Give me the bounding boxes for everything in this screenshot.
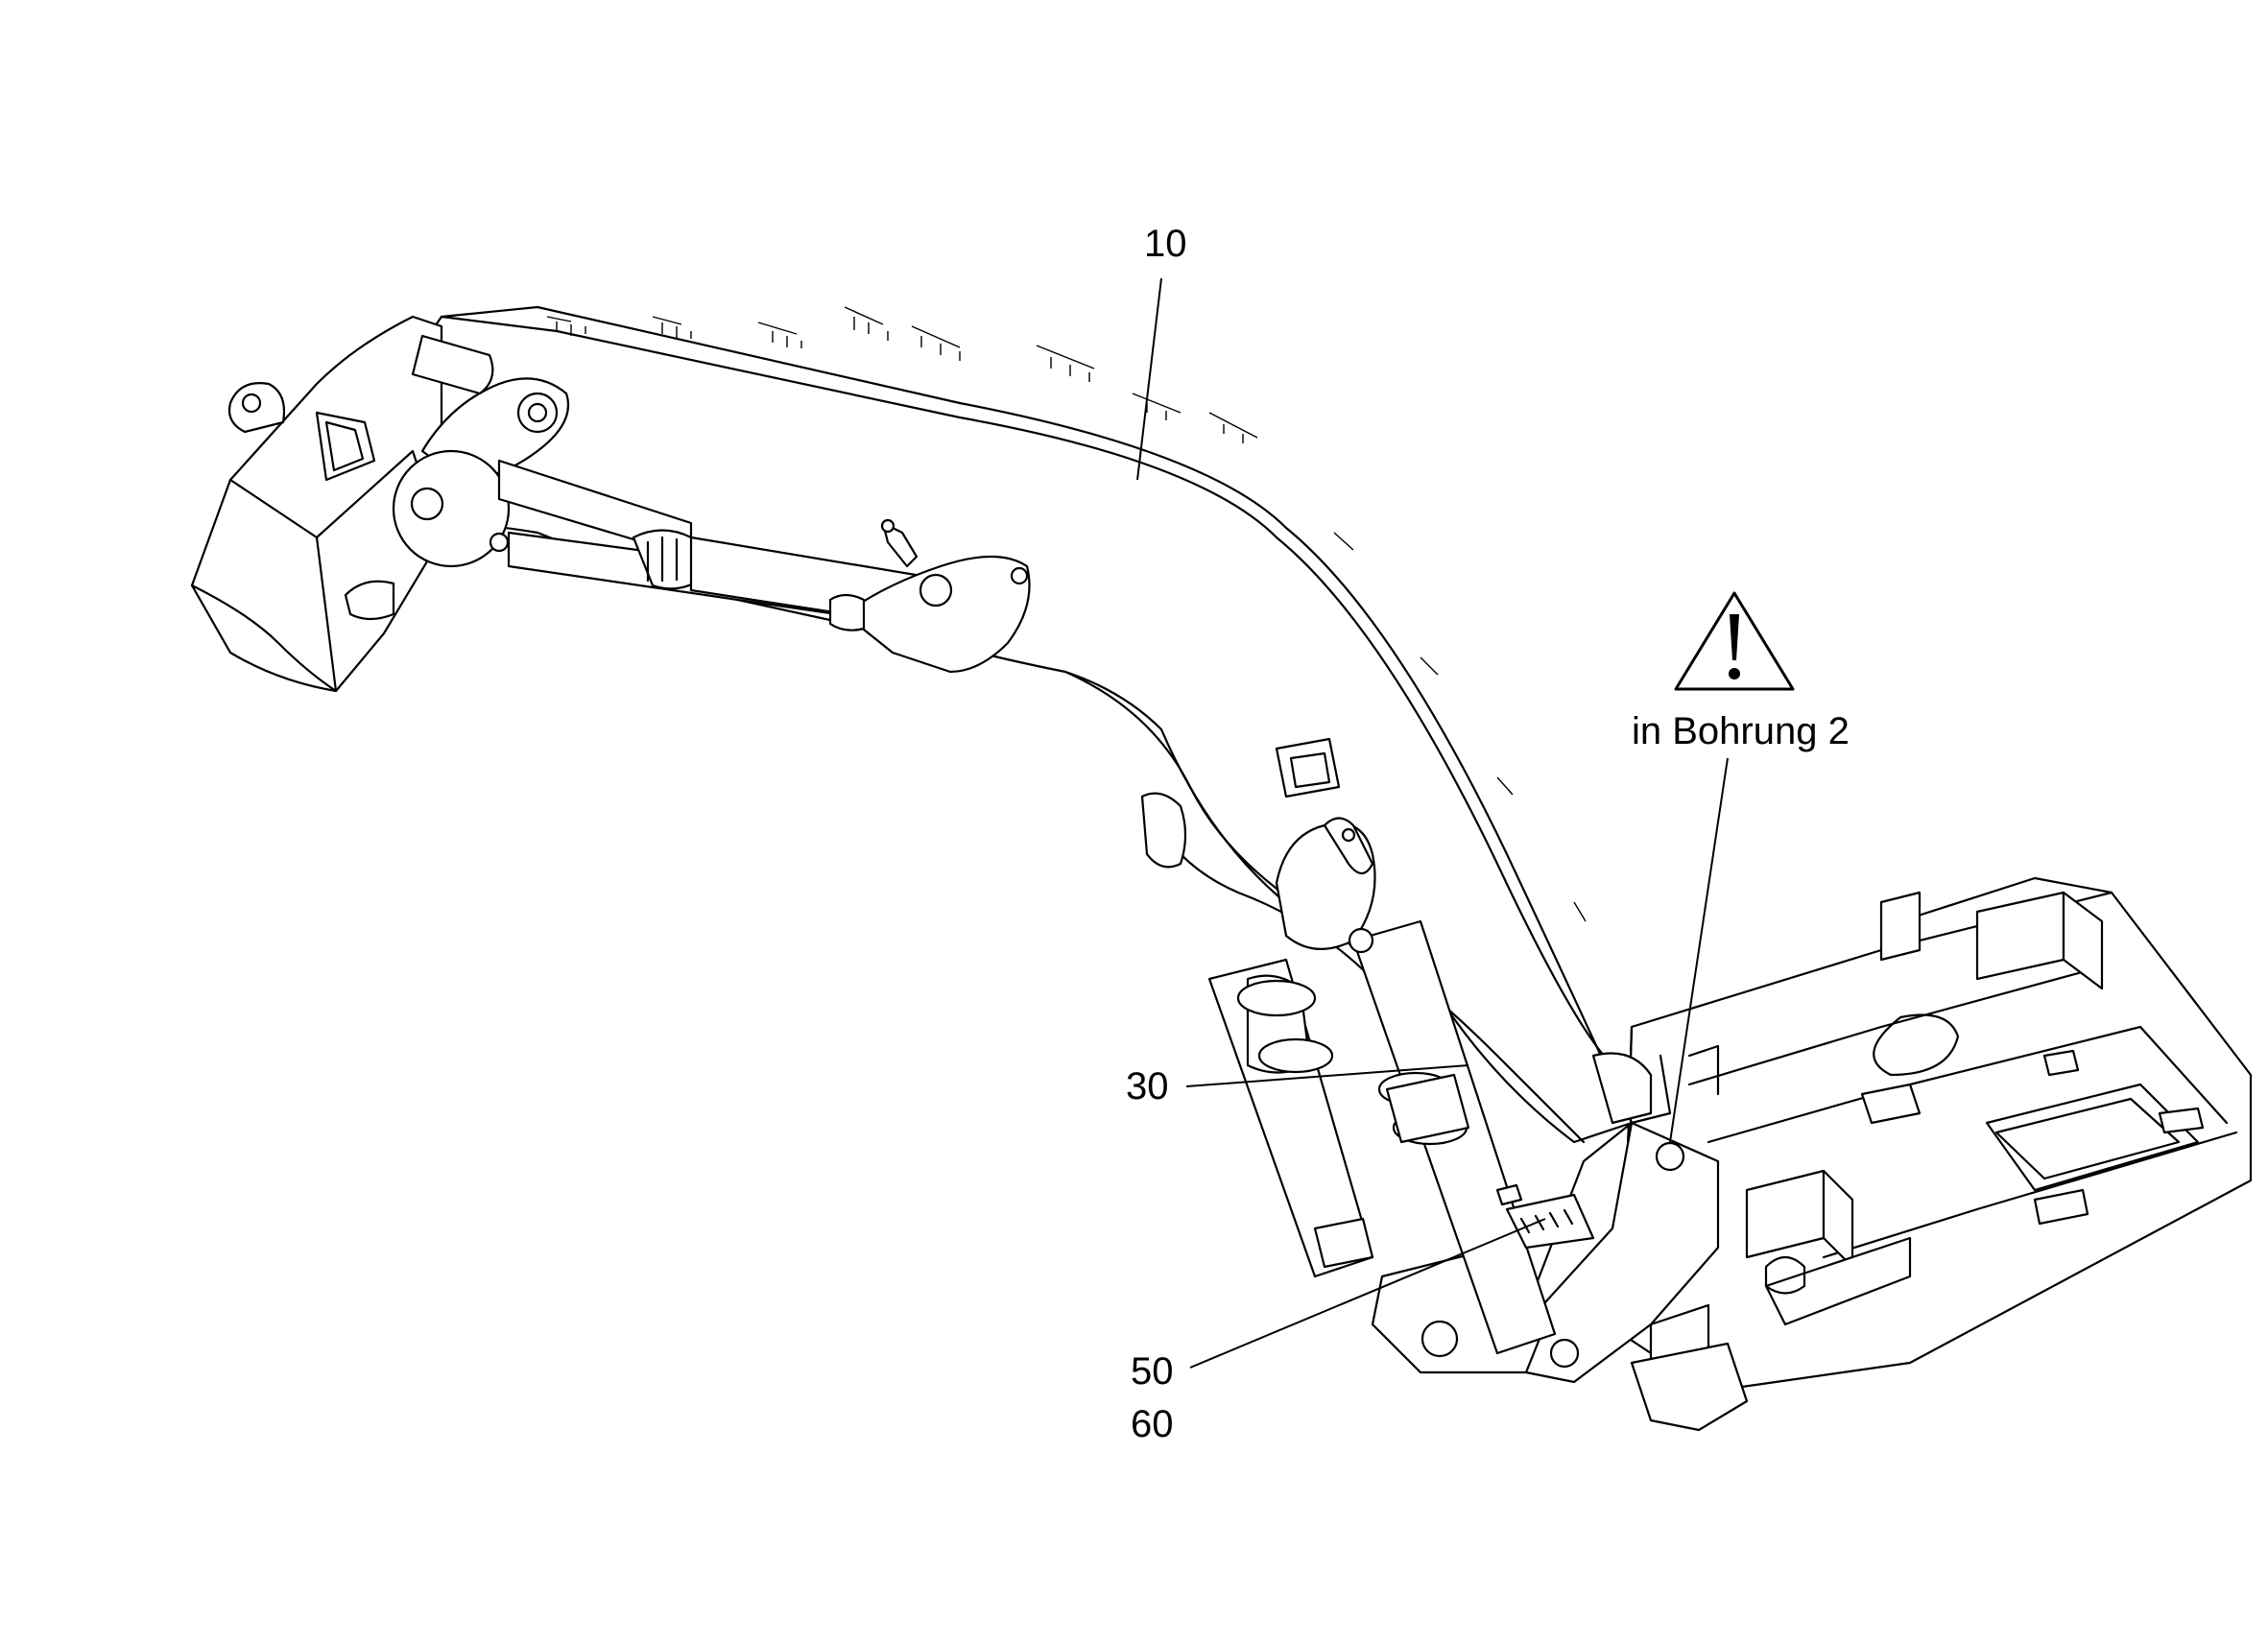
leader-10 — [1136, 277, 1162, 481]
arm-cylinder — [497, 459, 1031, 674]
callout-50: 50 — [1131, 1350, 1174, 1393]
callout-30: 30 — [1126, 1065, 1169, 1108]
leader-bore — [1669, 757, 1729, 1143]
bore-note: in Bohrung 2 — [1632, 710, 1850, 752]
base-frame — [1620, 876, 2253, 1432]
hoist-cylinders — [1140, 792, 1557, 1355]
leader-50 — [1189, 1218, 1546, 1369]
leader-lines — [1136, 277, 1729, 1369]
leader-30 — [1185, 1064, 1469, 1087]
warning-triangle-icon — [1674, 591, 1795, 691]
callout-10: 10 — [1144, 223, 1187, 265]
valve-block — [1495, 1183, 1595, 1250]
callout-60: 60 — [1131, 1403, 1174, 1445]
